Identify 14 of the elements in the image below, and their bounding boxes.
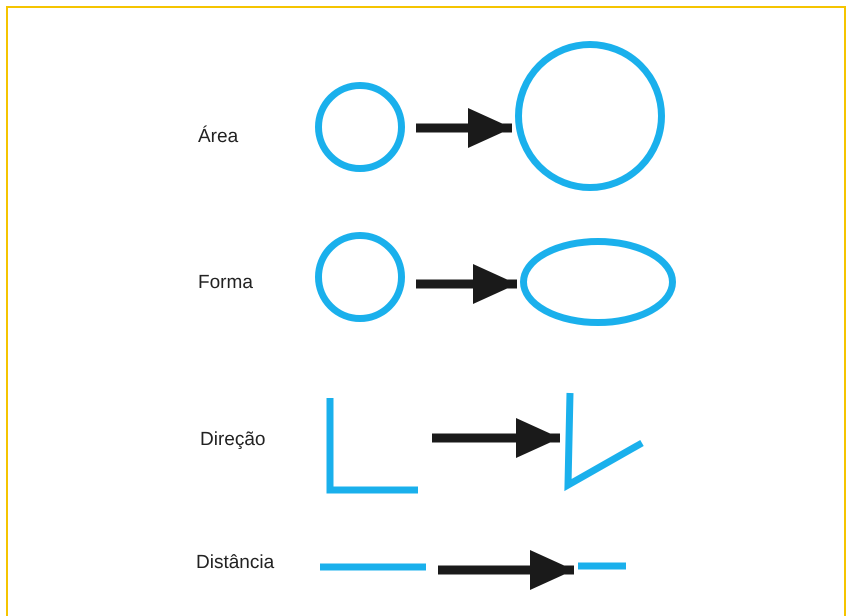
row-label: Área xyxy=(198,126,238,148)
circle-outline xyxy=(314,231,406,323)
row-label: Distância xyxy=(196,552,274,574)
row-label: Direção xyxy=(200,429,266,451)
arrow xyxy=(416,264,517,304)
circle-outline xyxy=(514,40,666,192)
arrow xyxy=(416,108,512,148)
arrow xyxy=(438,550,574,590)
arrow xyxy=(432,418,560,458)
row-label: Forma xyxy=(198,272,253,294)
ellipse-outline xyxy=(519,237,677,327)
line-segment xyxy=(318,561,428,573)
line-segment xyxy=(576,560,628,572)
circle-outline xyxy=(314,81,406,173)
